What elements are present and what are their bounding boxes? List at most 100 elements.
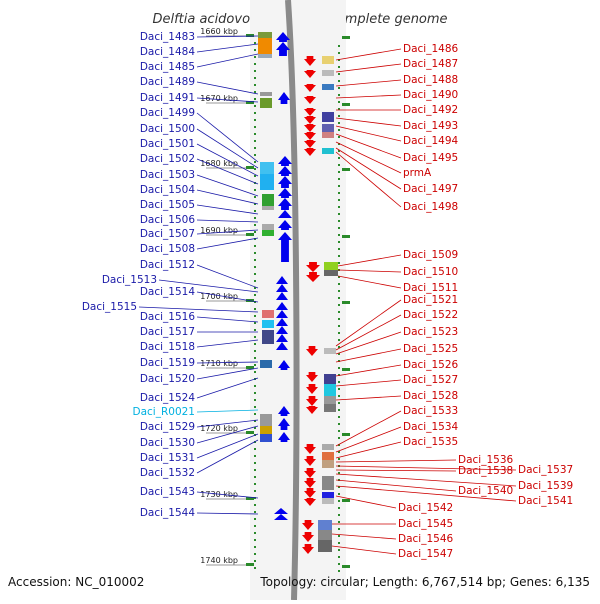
gene-label-daci_1484[interactable]: Daci_1484 — [140, 46, 196, 58]
gene-label-daci_1520[interactable]: Daci_1520 — [140, 373, 195, 385]
guide-dot — [254, 560, 256, 562]
gene-label-daci_1504[interactable]: Daci_1504 — [140, 184, 196, 196]
accession-label: Accession: NC_010002 — [8, 575, 144, 589]
gene-label-daci_1498[interactable]: Daci_1498 — [403, 201, 458, 213]
reverse-strand-arrow — [306, 396, 318, 406]
gene-label-daci_1485[interactable]: Daci_1485 — [140, 61, 195, 73]
gene-label-daci_1499[interactable]: Daci_1499 — [140, 107, 195, 119]
gene-box — [258, 32, 272, 38]
gene-label-daci_1495[interactable]: Daci_1495 — [403, 152, 458, 164]
gene-label-daci_1493[interactable]: Daci_1493 — [403, 120, 458, 132]
scale-tick-mark — [246, 34, 254, 37]
gene-label-daci_1528[interactable]: Daci_1528 — [403, 390, 458, 402]
gene-label-daci_1534[interactable]: Daci_1534 — [403, 421, 459, 433]
gene-label-daci_1513[interactable]: Daci_1513 — [102, 274, 157, 286]
gene-label-daci_1539[interactable]: Daci_1539 — [518, 480, 573, 492]
gene-label-daci_1497[interactable]: Daci_1497 — [403, 183, 458, 195]
gene-box — [318, 520, 332, 530]
gene-label-daci_1483[interactable]: Daci_1483 — [140, 31, 195, 43]
scale-tick-mark — [342, 235, 350, 238]
gene-label-daci_1500[interactable]: Daci_1500 — [140, 123, 195, 135]
gene-label-daci_1507[interactable]: Daci_1507 — [140, 228, 195, 240]
guide-dot — [338, 262, 340, 264]
gene-label-daci_1525[interactable]: Daci_1525 — [403, 343, 458, 355]
guide-dot — [338, 199, 340, 201]
gene-box — [262, 224, 274, 230]
gene-label-daci_1503[interactable]: Daci_1503 — [140, 169, 195, 181]
gene-label-daci_1532[interactable]: Daci_1532 — [140, 467, 195, 479]
guide-dot — [254, 406, 256, 408]
gene-label-daci_1530[interactable]: Daci_1530 — [140, 437, 195, 449]
gene-label-daci_1518[interactable]: Daci_1518 — [140, 341, 195, 353]
guide-dot — [338, 514, 340, 516]
gene-label-daci_1521[interactable]: Daci_1521 — [403, 294, 458, 306]
gene-label-daci_1510[interactable]: Daci_1510 — [403, 266, 458, 278]
gene-label-daci_1501[interactable]: Daci_1501 — [140, 138, 195, 150]
guide-dot — [254, 287, 256, 289]
gene-label-daci_1491[interactable]: Daci_1491 — [140, 92, 195, 104]
scale-tick-mark — [342, 301, 350, 304]
guide-dot — [338, 45, 340, 47]
gene-label-daci_1516[interactable]: Daci_1516 — [140, 311, 196, 323]
gene-label-daci_1506[interactable]: Daci_1506 — [140, 214, 196, 226]
leader-line — [196, 229, 259, 235]
gene-label-daci_1531[interactable]: Daci_1531 — [140, 452, 195, 464]
gene-label-daci_1489[interactable]: Daci_1489 — [140, 76, 195, 88]
gene-label-daci_1488[interactable]: Daci_1488 — [403, 74, 458, 86]
gene-label-daci_r0021[interactable]: Daci_R0021 — [133, 406, 195, 418]
gene-label-daci_1545[interactable]: Daci_1545 — [398, 518, 453, 530]
gene-label-daci_1536[interactable]: Daci_1536 — [458, 454, 514, 466]
gene-label-daci_1544[interactable]: Daci_1544 — [140, 507, 196, 519]
guide-dot — [338, 304, 340, 306]
gene-label-daci_1543[interactable]: Daci_1543 — [140, 486, 195, 498]
forward-strand-arrow — [278, 176, 292, 188]
gene-label-daci_1527[interactable]: Daci_1527 — [403, 374, 458, 386]
gene-label-daci_1509[interactable]: Daci_1509 — [403, 249, 458, 261]
guide-dot — [254, 322, 256, 324]
gene-label-daci_1486[interactable]: Daci_1486 — [403, 43, 459, 55]
gene-label-daci_1511[interactable]: Daci_1511 — [403, 282, 458, 294]
gene-label-daci_1533[interactable]: Daci_1533 — [403, 405, 458, 417]
gene-label-prma[interactable]: prmA — [403, 167, 432, 179]
gene-label-daci_1519[interactable]: Daci_1519 — [140, 357, 195, 369]
gene-label-daci_1546[interactable]: Daci_1546 — [398, 533, 454, 545]
gene-label-daci_1514[interactable]: Daci_1514 — [140, 286, 196, 298]
gene-label-daci_1505[interactable]: Daci_1505 — [140, 199, 195, 211]
gene-label-daci_1535[interactable]: Daci_1535 — [403, 436, 458, 448]
gene-label-daci_1515[interactable]: Daci_1515 — [82, 301, 137, 313]
gene-label-daci_1502[interactable]: Daci_1502 — [140, 153, 195, 165]
gene-box — [262, 320, 274, 328]
gene-label-daci_1522[interactable]: Daci_1522 — [403, 309, 458, 321]
gene-label-daci_1547[interactable]: Daci_1547 — [398, 548, 453, 560]
gene-label-daci_1492[interactable]: Daci_1492 — [403, 104, 458, 116]
gene-label-daci_1490[interactable]: Daci_1490 — [403, 89, 458, 101]
gene-label-daci_1517[interactable]: Daci_1517 — [140, 326, 195, 338]
gene-label-daci_1508[interactable]: Daci_1508 — [140, 243, 195, 255]
gene-label-daci_1541[interactable]: Daci_1541 — [518, 495, 573, 507]
gene-label-daci_1512[interactable]: Daci_1512 — [140, 259, 195, 271]
guide-dot — [254, 518, 256, 520]
scale-label: 1710 kbp — [200, 359, 238, 368]
leader-line — [196, 35, 259, 38]
gene-label-daci_1540[interactable]: Daci_1540 — [458, 485, 513, 497]
leader-line — [335, 125, 402, 142]
gene-label-daci_1538[interactable]: Daci_1538 — [458, 465, 513, 477]
reverse-strand-arrow — [306, 372, 318, 382]
gene-label-daci_1494[interactable]: Daci_1494 — [403, 135, 459, 147]
gene-label-daci_1523[interactable]: Daci_1523 — [403, 326, 458, 338]
gene-box — [260, 434, 272, 442]
gene-label-daci_1529[interactable]: Daci_1529 — [140, 421, 195, 433]
gene-box — [318, 540, 332, 552]
guide-dot — [254, 273, 256, 275]
gene-label-daci_1524[interactable]: Daci_1524 — [140, 392, 196, 404]
scale-tick-mark — [342, 499, 350, 502]
guide-dot — [254, 210, 256, 212]
guide-dot — [338, 220, 340, 222]
gene-box — [322, 124, 334, 132]
gene-box — [322, 148, 334, 154]
guide-dot — [254, 119, 256, 121]
gene-label-daci_1537[interactable]: Daci_1537 — [518, 464, 573, 476]
gene-label-daci_1487[interactable]: Daci_1487 — [403, 58, 458, 70]
gene-label-daci_1526[interactable]: Daci_1526 — [403, 359, 459, 371]
gene-label-daci_1542[interactable]: Daci_1542 — [398, 502, 453, 514]
